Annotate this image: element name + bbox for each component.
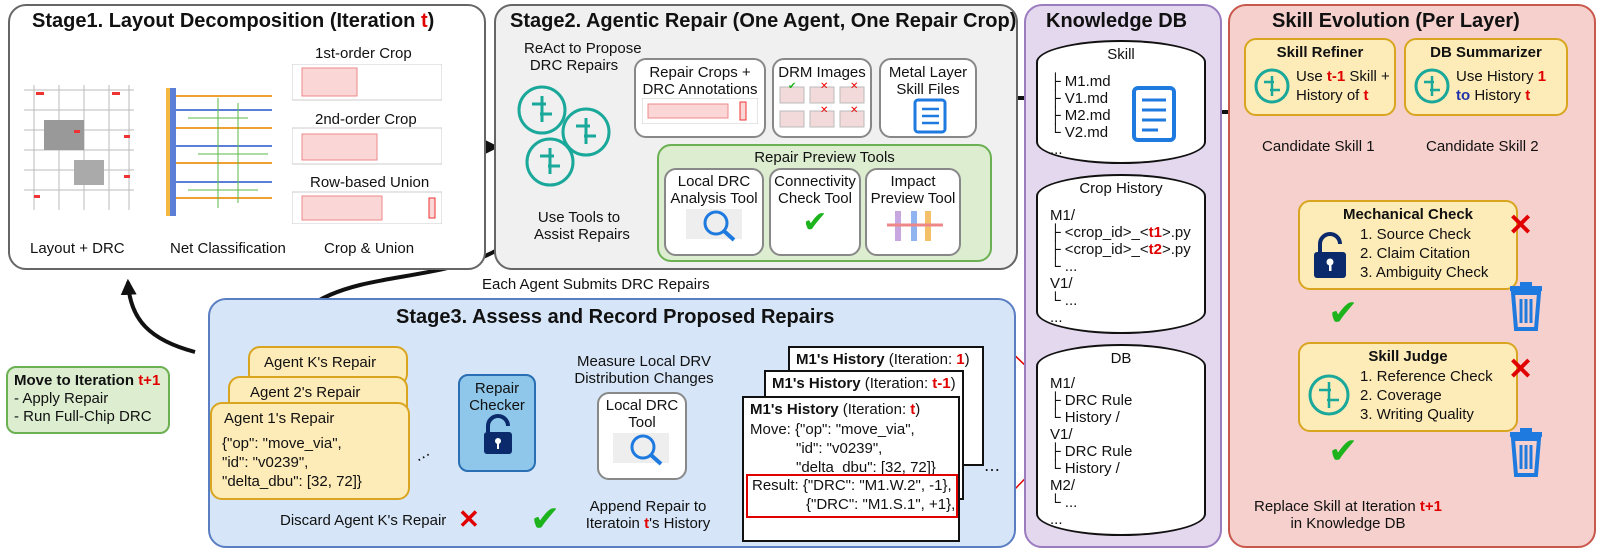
trash-icon-2 [1510,428,1542,477]
agent1-repair-card: Agent 1's Repair {"op": "move_via", "id"… [210,402,410,500]
db-summarizer-box: DB Summarizer Use History 1 to History t [1404,38,1568,116]
crop1-label: 1st-order Crop [315,45,412,62]
svg-text:✕: ✕ [820,105,828,116]
impact-chart-icon [887,211,943,241]
repair-crops-box: Repair Crops +DRC Annotations [634,58,766,138]
brain-icon-judge [1308,374,1350,416]
stage1-title: Stage1. Layout Decomposition (Iteration … [32,10,435,32]
mechanical-check-box: Mechanical Check 1. Source Check 2. Clai… [1298,200,1518,290]
discard-label: Discard Agent K's Repair [280,512,447,529]
svg-text:✕: ✕ [850,105,858,116]
skill-refiner-box: Skill Refiner Use t-1 Skill + History of… [1244,38,1396,116]
magnifier-icon-2 [613,433,669,466]
candidate-skill-1: Candidate Skill 1 [1262,138,1375,155]
judge-reject-x-icon: ✕ [1508,353,1534,386]
svg-text:✕: ✕ [820,81,828,92]
stage3-title: Stage3. Assess and Record Proposed Repai… [396,306,835,328]
drm-images-box: DRM Images ✔✕✕ ✕✕ [772,58,872,138]
kdb-title: Knowledge DB [1046,10,1188,32]
svg-text:✔: ✔ [788,81,796,92]
crop-history-cylinder: Crop History M1/ ├ <crop_id>_<t1>.py ├ <… [1036,174,1206,334]
lock-icon-mech [1314,232,1346,278]
skill-evo-title: Skill Evolution (Per Layer) [1272,10,1520,32]
mech-pass-check-icon: ✔ [1328,292,1359,333]
net-classification-image [158,88,272,216]
lock-icon [484,414,512,454]
history-card-iter-t: M1's History (Iteration: t) Move: {"op":… [742,396,960,542]
replace-skill-label: Replace Skill at Iteration t+1 in Knowle… [1253,498,1443,532]
skill-judge-box: Skill Judge 1. Reference Check 2. Covera… [1298,342,1518,432]
stage2-title: Stage2. Agentic Repair (One Agent, One R… [510,10,1017,32]
crop2-label: 2nd-order Crop [315,111,417,128]
candidate-skill-2: Candidate Skill 2 [1426,138,1539,155]
document-icon [1132,86,1176,142]
crop-union-caption: Crop & Union [324,240,415,257]
skill-db-cylinder: Skill ├ M1.md ├ V1.md ├ M2.md └ V2.md ..… [1036,40,1206,164]
svg-text:✕: ✕ [850,81,858,92]
trash-icon-1 [1510,282,1542,331]
append-check-icon: ✔ [530,498,561,539]
crop-union-images [292,64,442,224]
arrow-move-stage1 [120,278,196,354]
crop3-label: Row-based Union [310,174,430,191]
move-to-iteration-box: Move to Iteration t+1 - Apply Repair - R… [6,366,170,434]
mech-reject-x-icon: ✕ [1508,209,1534,242]
brain-icon-summarizer [1414,68,1450,104]
history-ellipsis: ⋯ [984,462,1000,479]
notebook-icon [913,98,947,134]
agent-brain-icons [517,85,611,187]
magnifier-icon [686,209,742,242]
check-icon: ✔ [802,206,828,239]
append-label: Append Repair to Iteratoin t's History [585,498,711,532]
net-class-caption: Net Classification [170,240,286,257]
submit-label: Each Agent Submits DRC Repairs [482,276,710,293]
layout-drc-image [14,80,144,220]
brain-icon-refiner [1254,68,1290,104]
judge-pass-check-icon: ✔ [1328,430,1359,471]
repair-preview-title: Repair Preview Tools [754,149,895,166]
db-cylinder: DB M1/ ├ DRC Rule └ History / V1/ ├ DRC … [1036,344,1206,536]
discard-x-icon: ✕ [458,504,480,534]
result-highlight: Result: {"DRC": "M1.W.2", -1}, {"DRC": "… [746,474,958,518]
layout-drc-caption: Layout + DRC [30,240,125,257]
